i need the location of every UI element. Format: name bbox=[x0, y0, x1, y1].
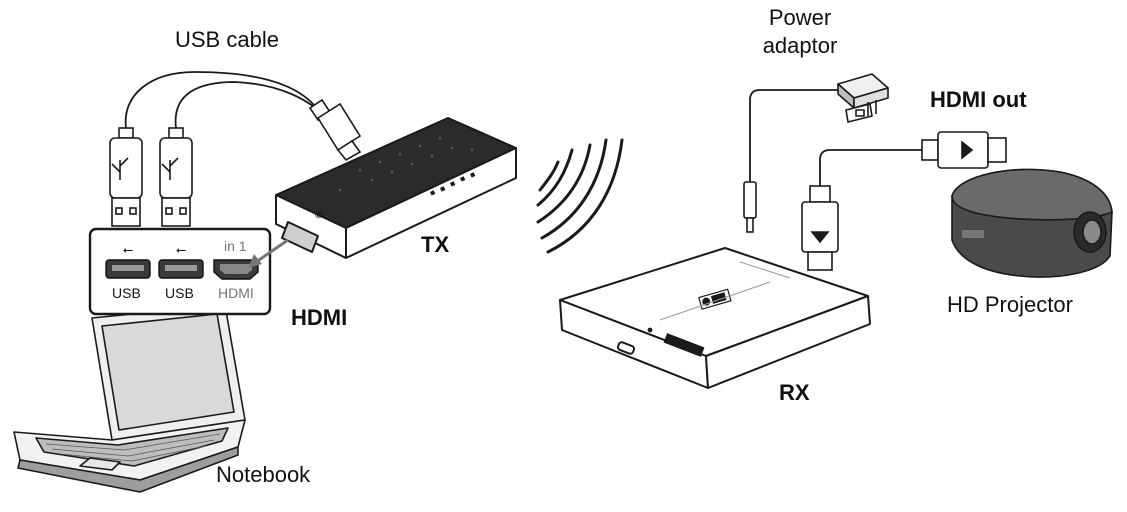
power-adaptor-label-line1: Power bbox=[768, 5, 832, 30]
hd-projector-label: HD Projector bbox=[947, 292, 1073, 317]
hdmi-port bbox=[213, 259, 259, 280]
port-usb-1-label: USB bbox=[112, 285, 141, 301]
hdmi-plug-rx bbox=[801, 185, 839, 271]
wireless-signal-icon bbox=[536, 138, 624, 254]
usb-port-1: ⭠ bbox=[105, 243, 151, 279]
usb-plug-tx bbox=[308, 98, 362, 162]
usb-icon: ⭠ bbox=[123, 243, 133, 258]
power-cord bbox=[749, 89, 838, 182]
tx-logo-icon: ◉ bbox=[313, 208, 325, 222]
port-usb-2-label: USB bbox=[165, 285, 194, 301]
tx-dongle: ◉ bbox=[275, 117, 517, 259]
power-adaptor-label-line2: adaptor bbox=[762, 33, 838, 58]
hdmi-label: HDMI bbox=[291, 305, 348, 330]
notebook-illustration bbox=[13, 304, 246, 493]
notebook-label: Notebook bbox=[216, 462, 311, 487]
usb-icon: ⭠ bbox=[176, 243, 186, 258]
hdmi-connection-arrow bbox=[248, 238, 289, 268]
usb-port-2: ⭠ bbox=[158, 243, 204, 279]
port-panel: ⭠ ⭠ bbox=[88, 227, 272, 316]
usb-cable-label: USB cable bbox=[175, 27, 279, 52]
hd-projector bbox=[951, 168, 1113, 278]
hdmi-out-label: HDMI out bbox=[930, 87, 1027, 112]
port-hdmi-top-label: in 1 bbox=[224, 238, 247, 254]
rx-receiver bbox=[559, 247, 871, 389]
usb-cables bbox=[124, 71, 327, 129]
dc-plug bbox=[743, 181, 757, 233]
rx-label: RX bbox=[779, 380, 810, 405]
hdmi-out-cable bbox=[819, 149, 938, 186]
usb-plug-left bbox=[109, 127, 143, 227]
hdmi-plug-projector bbox=[921, 131, 1007, 169]
power-adaptor bbox=[837, 73, 889, 123]
tx-label: TX bbox=[421, 232, 450, 257]
usb-plug-middle bbox=[159, 127, 193, 227]
port-hdmi-label: HDMI bbox=[218, 285, 254, 301]
